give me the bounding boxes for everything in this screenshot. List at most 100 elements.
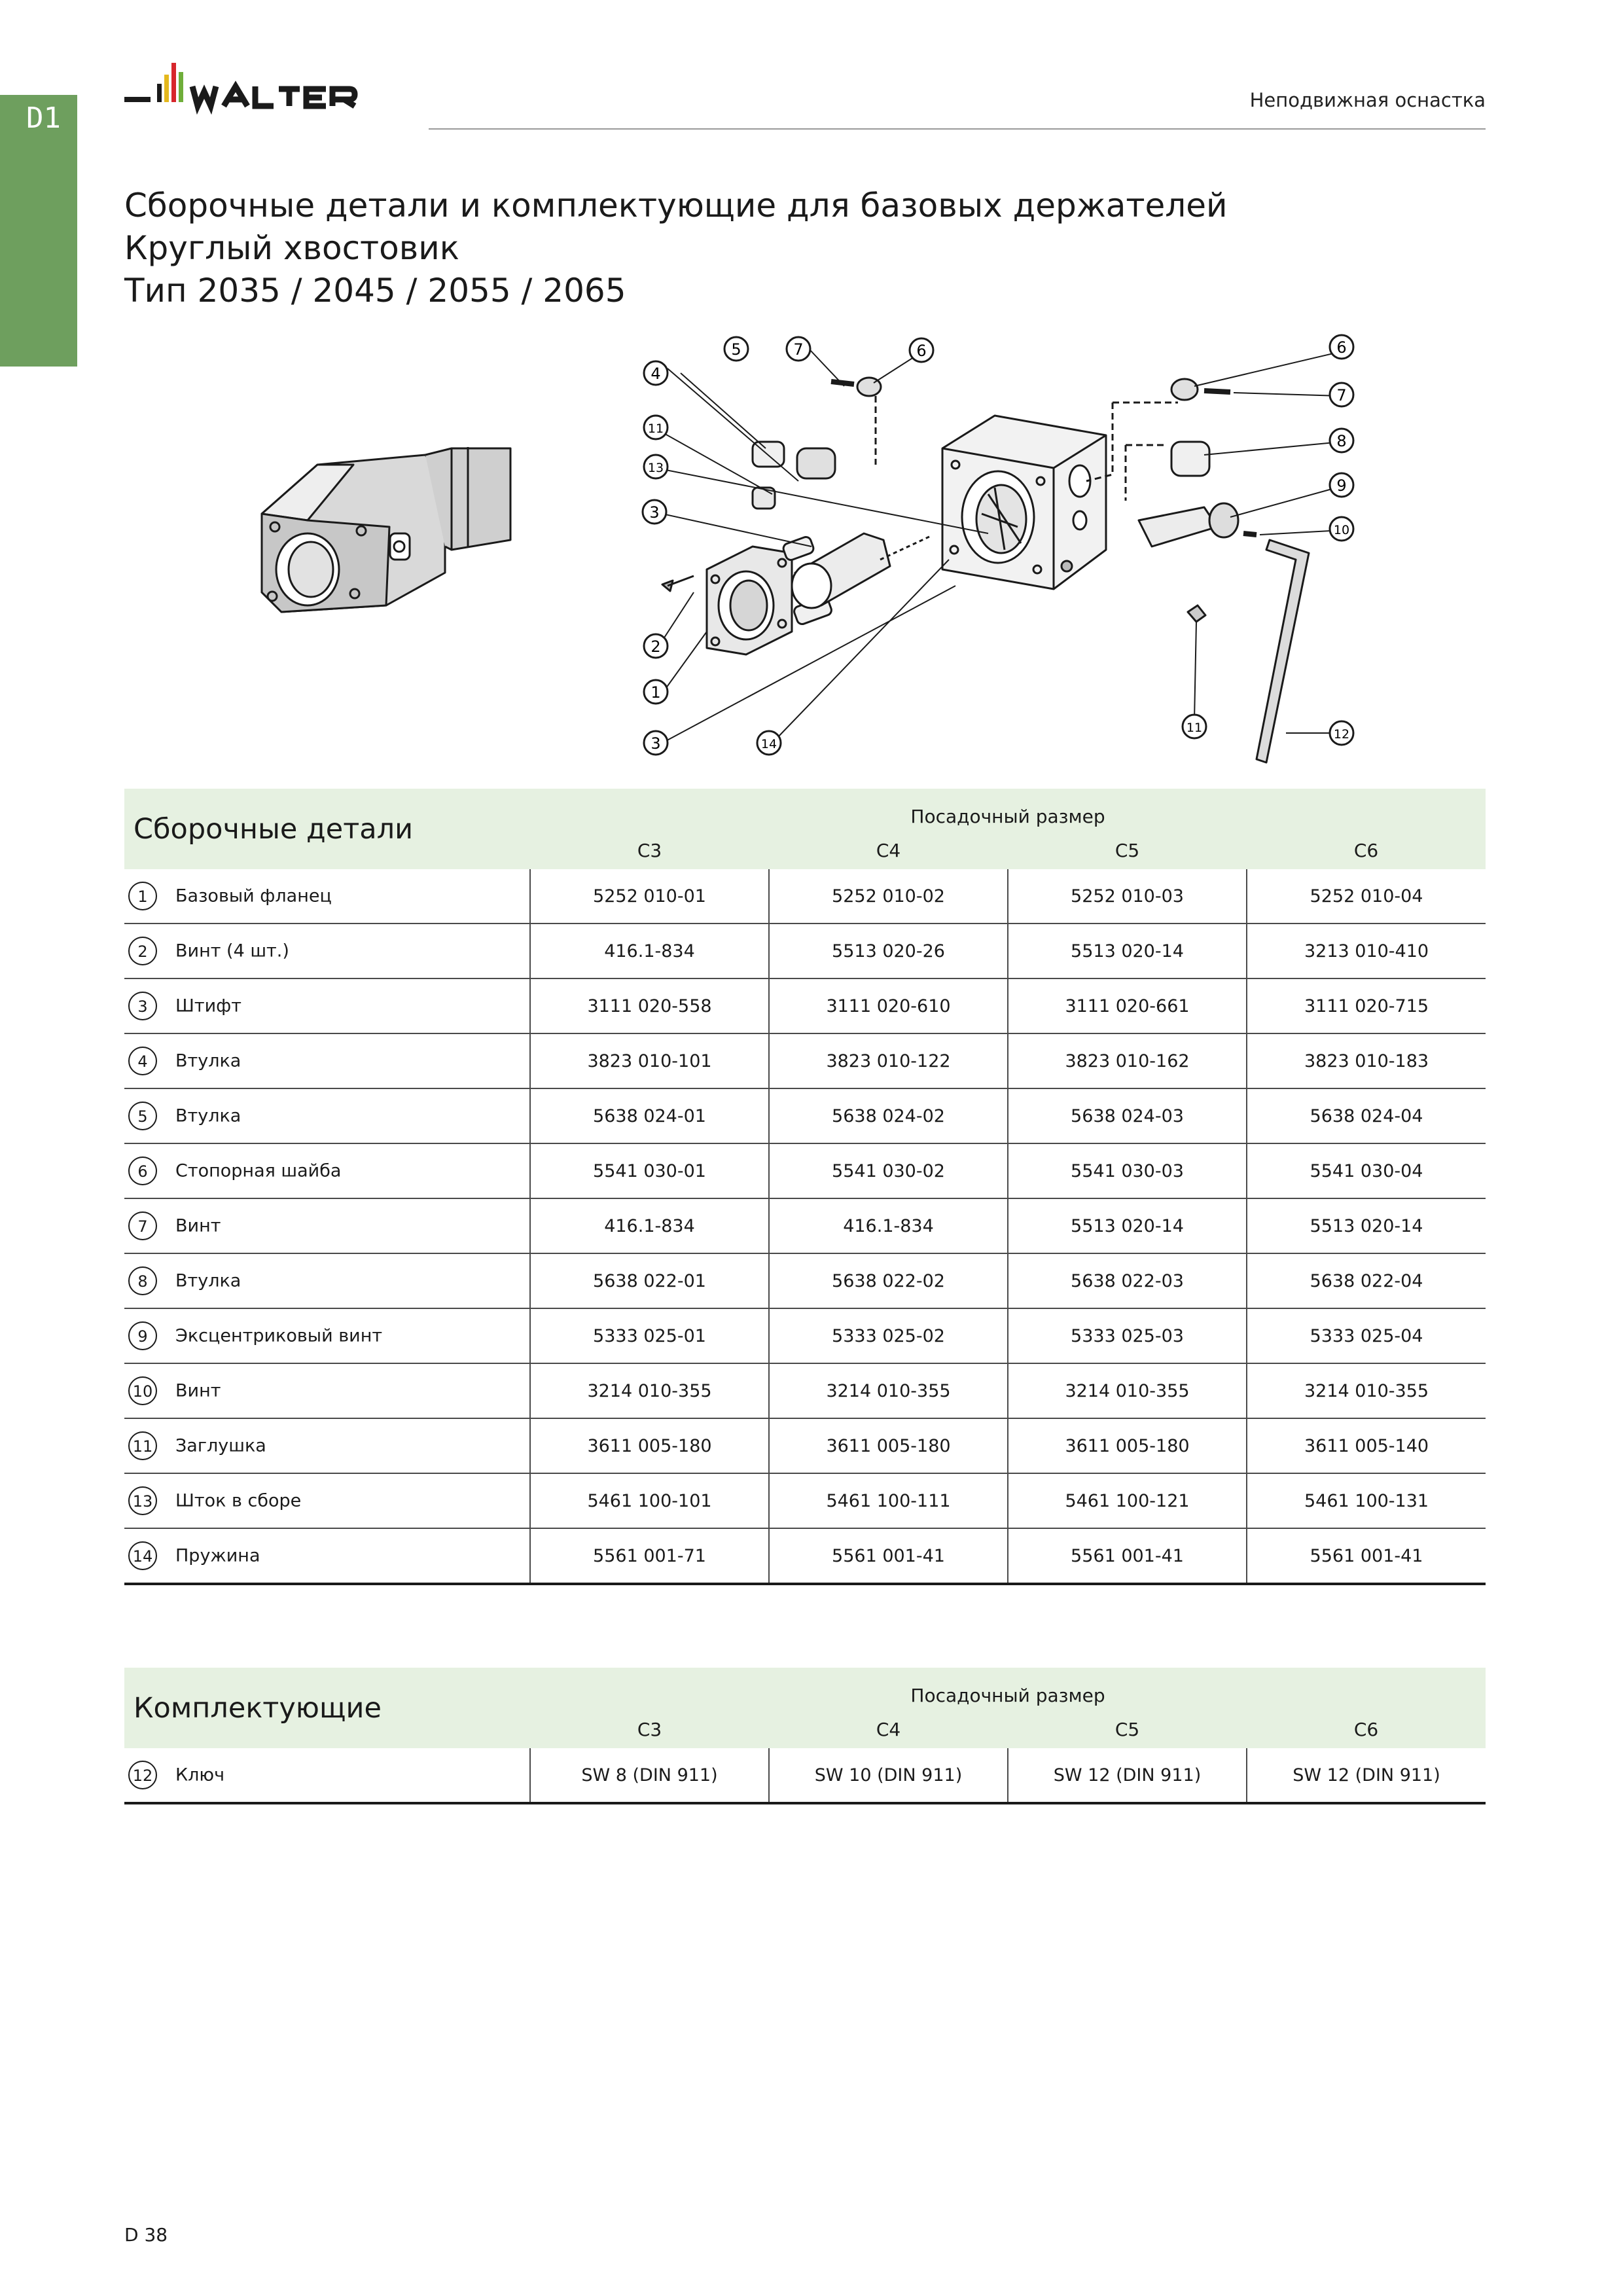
svg-text:4: 4	[651, 365, 660, 383]
order-number-cell: 5461 100-131	[1247, 1473, 1486, 1529]
part-name: Втулка	[175, 1050, 241, 1071]
parts-size-group-label: Посадочный размер	[530, 789, 1486, 831]
position-number-badge: 11	[128, 1431, 157, 1460]
order-number-cell: 416.1-834	[769, 1198, 1008, 1254]
order-number-cell: 5252 010-03	[1008, 869, 1247, 924]
order-number-cell: 416.1-834	[530, 1198, 770, 1254]
position-number-badge: 8	[128, 1266, 157, 1295]
callout-11b: 11	[1181, 713, 1207, 740]
order-number-cell: 3611 005-180	[530, 1418, 770, 1474]
position-number-badge: 5	[128, 1102, 157, 1130]
parts-table: Сборочные детали Посадочный размер C3 C4…	[124, 789, 1486, 1585]
order-number-cell: 5333 025-03	[1008, 1308, 1247, 1364]
position-number-badge: 1	[128, 882, 157, 910]
callout-12: 12	[1329, 720, 1355, 746]
callout-6: 6	[908, 337, 935, 363]
svg-text:11: 11	[1186, 721, 1202, 735]
part-name-cell: 5 Втулка	[124, 1088, 531, 1144]
base-holder-block	[941, 414, 1107, 590]
order-number-cell: 3214 010-355	[1008, 1363, 1247, 1419]
order-number-cell: SW 8 (DIN 911)	[530, 1748, 770, 1804]
order-number-cell: 5513 020-14	[1008, 924, 1247, 979]
order-number-cell: 3823 010-162	[1008, 1033, 1247, 1089]
order-number-cell: 416.1-834	[530, 924, 770, 979]
svg-text:7: 7	[1336, 386, 1346, 404]
acc-size-header-c4: C4	[769, 1710, 1008, 1748]
order-number-cell: 3823 010-101	[530, 1033, 770, 1089]
order-number-cell: 5252 010-04	[1247, 869, 1486, 924]
svg-text:3: 3	[649, 503, 659, 522]
callout-7: 7	[785, 336, 812, 362]
part-name-cell: 4 Втулка	[124, 1033, 531, 1089]
svg-text:8: 8	[1336, 432, 1346, 450]
position-number-badge: 10	[128, 1376, 157, 1405]
callout-5: 5	[723, 336, 749, 362]
order-number-cell: 5638 022-01	[530, 1253, 770, 1309]
part-name: Заглушка	[175, 1435, 266, 1456]
order-number-cell: 3611 005-180	[1008, 1418, 1247, 1474]
order-number-cell: 3111 020-715	[1247, 978, 1486, 1034]
position-number-badge: 3	[128, 992, 157, 1020]
order-number-cell: 5638 024-02	[769, 1088, 1008, 1144]
callout-9: 9	[1329, 472, 1355, 498]
callout-3b: 3	[643, 730, 669, 756]
acc-size-header-c5: C5	[1008, 1710, 1247, 1748]
order-number-cell: 5638 024-01	[530, 1088, 770, 1144]
svg-text:12: 12	[1334, 727, 1349, 742]
size-header-c5: C5	[1008, 831, 1247, 869]
order-number-cell: 5252 010-01	[530, 869, 770, 924]
title-line-1: Сборочные детали и комплектующие для баз…	[124, 187, 1228, 224]
order-number-cell: 5333 025-04	[1247, 1308, 1486, 1364]
order-number-cell: 5638 022-04	[1247, 1253, 1486, 1309]
order-number-cell: 5333 025-01	[530, 1308, 770, 1364]
callout-10: 10	[1329, 516, 1355, 542]
position-number-badge: 9	[128, 1321, 157, 1350]
order-number-cell: SW 12 (DIN 911)	[1008, 1748, 1247, 1804]
svg-text:1: 1	[651, 683, 660, 702]
order-number-cell: 5561 001-41	[1247, 1528, 1486, 1585]
callout-14: 14	[756, 730, 782, 756]
order-number-cell: 3214 010-355	[769, 1363, 1008, 1419]
accessories-table: Комплектующие Посадочный размер C3 C4 C5…	[124, 1668, 1486, 1804]
order-number-cell: 3214 010-355	[1247, 1363, 1486, 1419]
position-number-badge: 4	[128, 1047, 157, 1075]
part-name: Втулка	[175, 1105, 241, 1126]
accessories-table-title: Комплектующие	[124, 1668, 530, 1748]
order-number-cell: 3111 020-558	[530, 978, 770, 1034]
part-name: Стопорная шайба	[175, 1160, 342, 1181]
chapter-tab	[0, 95, 77, 367]
accessories-table-header-row-2: C3 C4 C5 C6	[124, 1710, 1486, 1748]
accessories-size-group-label: Посадочный размер	[530, 1668, 1486, 1710]
part-name: Пружина	[175, 1545, 260, 1566]
accessories-table-header-row-1: Комплектующие Посадочный размер	[124, 1668, 1486, 1748]
order-number-cell: 5513 020-26	[769, 924, 1008, 979]
position-number-badge: 7	[128, 1211, 157, 1240]
section-label: Неподвижная оснастка	[1249, 89, 1486, 111]
callout-3: 3	[641, 499, 668, 525]
position-number-badge: 12	[128, 1761, 157, 1789]
order-number-cell: 5541 030-03	[1008, 1143, 1247, 1199]
parts-table-header-row-2: C3 C4 C5 C6	[124, 831, 1486, 869]
part-name-cell: 11 Заглушка	[124, 1418, 531, 1474]
order-number-cell: SW 10 (DIN 911)	[769, 1748, 1008, 1804]
order-number-cell: 5541 030-02	[769, 1143, 1008, 1199]
callout-2: 2	[643, 633, 669, 659]
order-number-cell: 5638 024-04	[1247, 1088, 1486, 1144]
order-number-cell: 5461 100-121	[1008, 1473, 1247, 1529]
svg-text:11: 11	[648, 422, 664, 436]
header-rule	[429, 128, 1486, 130]
callout-8: 8	[1329, 427, 1355, 454]
svg-text:13: 13	[648, 461, 664, 475]
page-title: Сборочные детали и комплектующие для баз…	[124, 185, 1227, 312]
